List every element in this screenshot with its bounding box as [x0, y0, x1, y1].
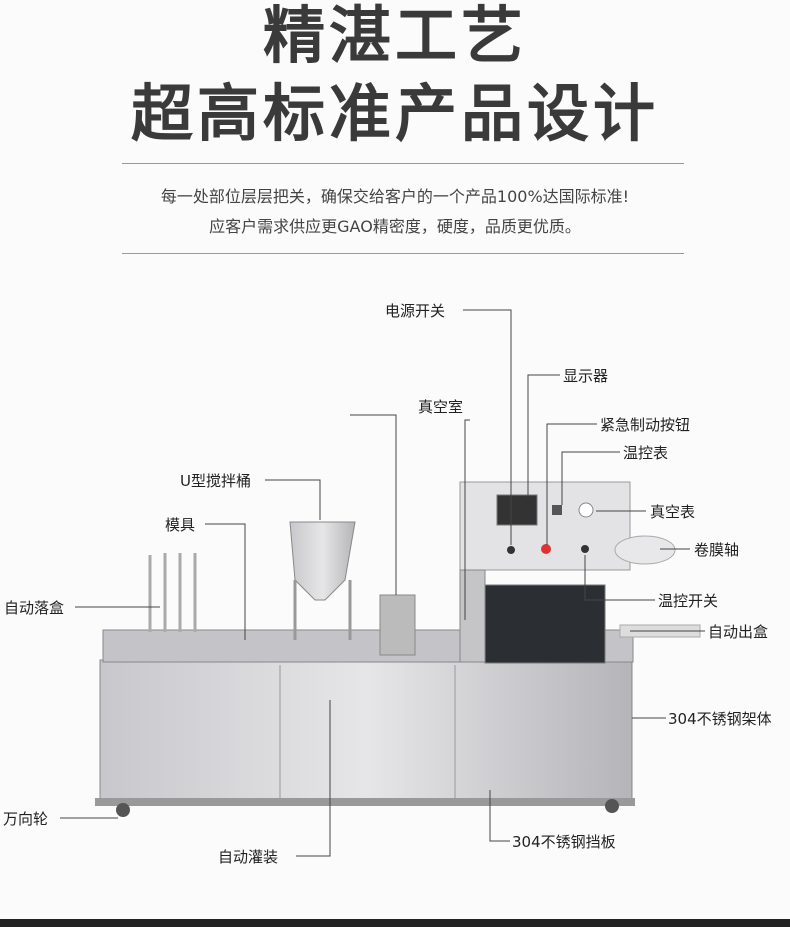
label-vacuum-gauge: 真空表 [650, 503, 696, 521]
label-temp-meter: 温控表 [623, 444, 669, 462]
label-vacuum-chamber: 真空室 [418, 398, 464, 416]
subtitle-line2: 应客户需求供应更GAO精密度，硬度，品质更优质。 [209, 217, 581, 236]
label-film-roll: 卷膜轴 [694, 541, 740, 559]
heading-line2: 超高标准产品设计 [130, 77, 659, 150]
label-mold: 模具 [165, 516, 196, 534]
label-caster: 万向轮 [3, 810, 49, 828]
label-auto-out: 自动出盒 [708, 623, 769, 641]
heading-line1: 精湛工艺 [262, 0, 527, 72]
label-baffle: 304不锈钢挡板 [512, 833, 616, 851]
label-auto-drop: 自动落盒 [4, 599, 65, 617]
subtitle-line1: 每一处部位层层把关，确保交给客户的一个产品100%达国际标准! [160, 187, 630, 206]
label-auto-fill: 自动灌装 [218, 848, 279, 866]
label-temp-switch: 温控开关 [658, 592, 719, 610]
leader-lines [60, 309, 705, 857]
label-display: 显示器 [563, 367, 609, 385]
divider-top [122, 163, 684, 164]
label-emergency-stop: 紧急制动按钮 [600, 416, 691, 434]
divider-bottom [122, 253, 684, 254]
label-u-mixer: U型搅拌桶 [180, 472, 251, 490]
bottom-bar [0, 919, 790, 927]
label-frame: 304不锈钢架体 [668, 710, 772, 728]
machine-body [95, 481, 701, 817]
label-power-switch: 电源开关 [385, 302, 446, 320]
